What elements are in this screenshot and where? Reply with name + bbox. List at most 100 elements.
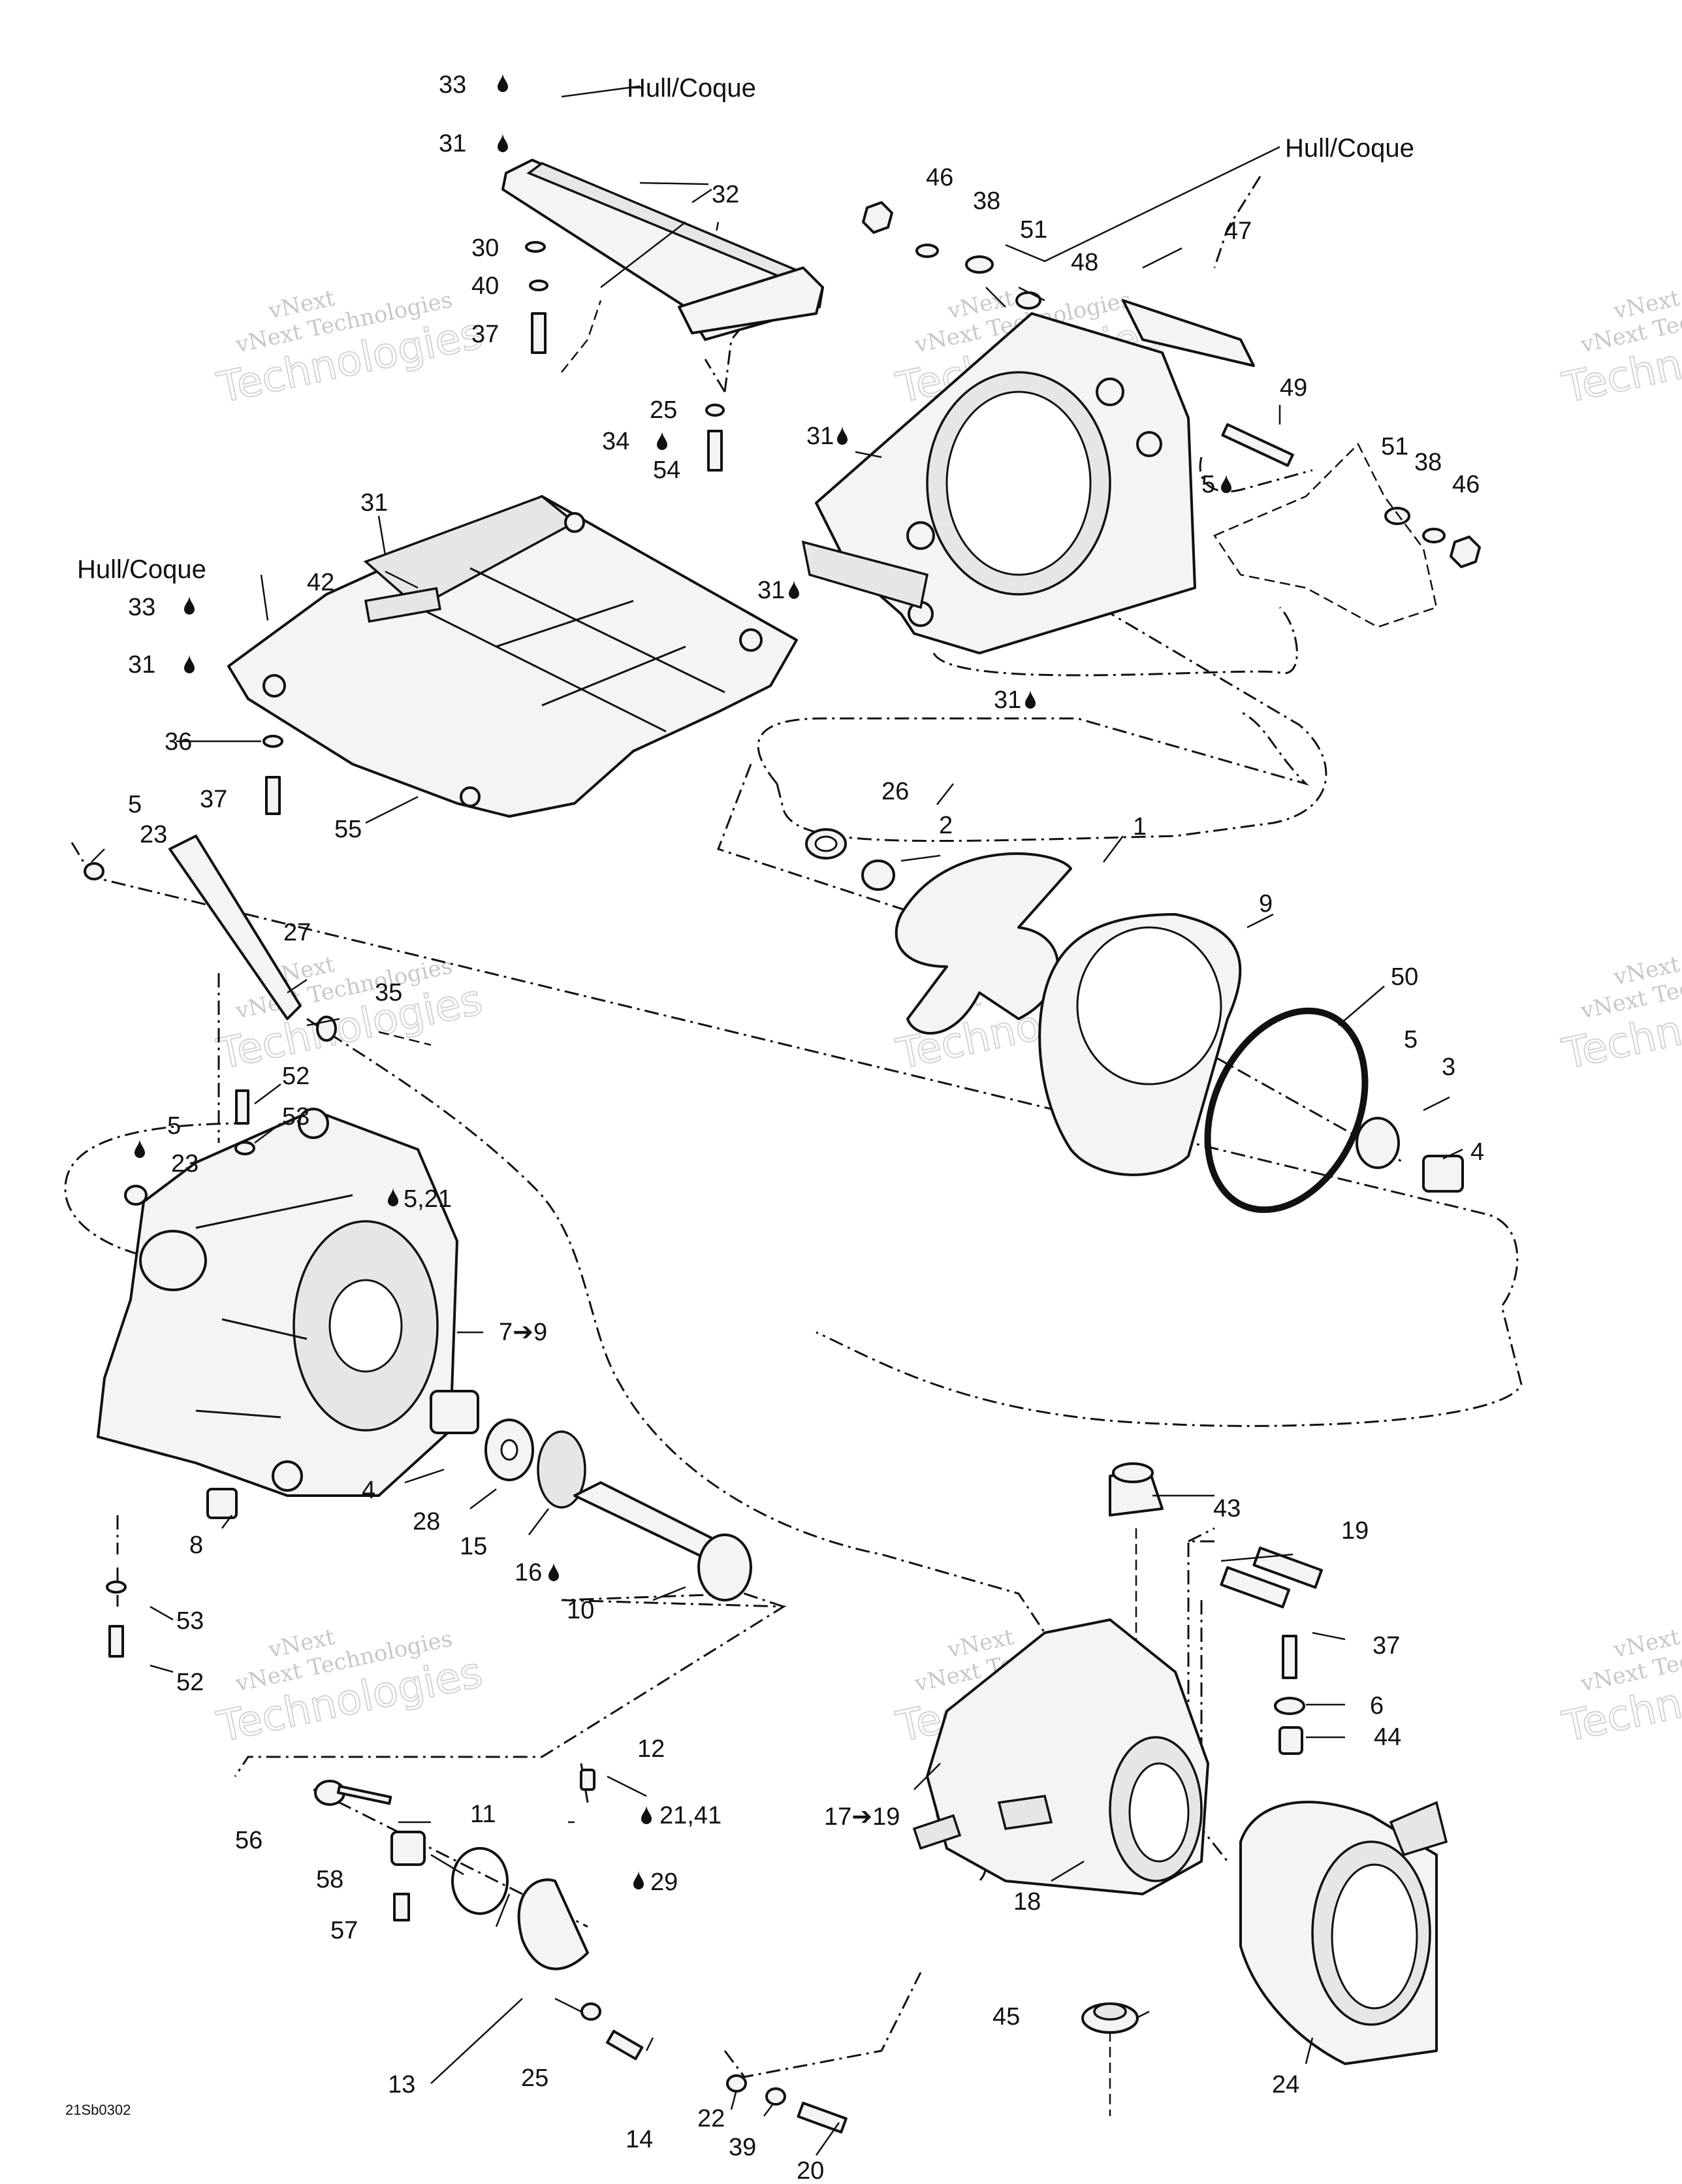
part-53-52-lower-fasteners — [106, 1581, 127, 1658]
callout-28: 28 — [413, 1508, 440, 1535]
part-2-seal — [861, 859, 895, 891]
callout-15: 15 — [460, 1533, 487, 1560]
callout-7-9: 7➔9 — [499, 1319, 547, 1346]
callout-44: 44 — [1374, 1724, 1401, 1751]
oil-drop-icon — [135, 1139, 145, 1158]
oil-drop-icon — [633, 1871, 644, 1889]
callout-58: 58 — [316, 1866, 343, 1893]
callout-5-21: 5,21 — [404, 1185, 452, 1213]
callout-33: 33 — [439, 71, 466, 99]
watermark: vNext vNext Technologies Technologies — [1558, 951, 1682, 1080]
callout-31: 31 — [360, 489, 388, 517]
part-23-plug-lower — [124, 1185, 148, 1206]
part-51-38-46-right-stack — [1384, 507, 1481, 568]
callout-46: 46 — [1452, 471, 1480, 498]
oil-drop-icon — [498, 133, 508, 152]
drawing-code: 21Sb0302 — [65, 2102, 131, 2118]
watermark: vNext vNext Technologies Technologies — [1558, 1624, 1682, 1752]
part-57-screw — [393, 1893, 410, 1921]
part-3-seal — [1356, 1117, 1400, 1169]
callout-31: 31 — [757, 577, 785, 604]
part-8-plug — [206, 1488, 238, 1519]
callout-31: 31 — [439, 130, 466, 157]
callout-45: 45 — [992, 2003, 1020, 2031]
callout-4: 4 — [1470, 1138, 1484, 1166]
callout-16: 16 — [515, 1559, 542, 1586]
part-30-40-37-fastener-stack — [332, 241, 548, 1027]
callout-24: 24 — [1272, 2071, 1299, 2098]
callout-38: 38 — [1414, 449, 1442, 476]
callout-5: 5 — [167, 1112, 181, 1140]
callout-38: 38 — [973, 187, 1000, 215]
callout-29: 29 — [650, 1869, 678, 1896]
part-45-drain-plug — [1081, 2002, 1139, 2034]
callout-32: 32 — [712, 181, 739, 208]
callout-8: 8 — [189, 1532, 203, 1559]
callout-37: 37 — [1373, 1632, 1400, 1660]
part-22-39-20-fasteners — [726, 2074, 848, 2134]
callout-30: 30 — [471, 234, 499, 262]
callout-53: 53 — [176, 1607, 204, 1635]
oil-drop-icon — [789, 580, 799, 599]
callout-34: 34 — [602, 428, 629, 455]
part-10-impeller-shaft — [573, 1481, 752, 1601]
oil-drop-icon — [498, 73, 508, 92]
part-32-support-bracket — [501, 159, 824, 341]
part-18-venturi — [912, 1618, 1209, 1895]
callout-52: 52 — [176, 1669, 204, 1696]
callout-22: 22 — [697, 2105, 725, 2132]
part-25-14-fasteners — [580, 2002, 644, 2061]
callout-5: 5 — [1404, 1026, 1418, 1053]
callout-57: 57 — [330, 1917, 358, 1944]
callout-10: 10 — [567, 1597, 594, 1624]
watermark: vNext vNext Technologies Technologies — [213, 1624, 488, 1752]
callout-40: 40 — [471, 272, 499, 300]
callout-25: 25 — [650, 396, 677, 424]
part-15-thrust-washer — [537, 1430, 586, 1509]
callout-27: 27 — [283, 919, 311, 946]
hull-note: Hull/Coque — [1285, 134, 1414, 163]
part-19-pins — [1220, 1547, 1323, 1609]
callout-56: 56 — [235, 1827, 262, 1854]
part-43-bushing — [1109, 1462, 1164, 1517]
callouts: 33 31 32 30 40 37 25 34 54 46 38 51 48 4… — [128, 71, 1484, 2184]
callout-31: 31 — [806, 423, 834, 450]
callout-54: 54 — [653, 457, 680, 484]
part-50-o-ring — [1204, 1007, 1369, 1213]
callout-37: 37 — [200, 786, 227, 813]
callout-1: 1 — [1133, 813, 1147, 841]
oil-drop-icon — [641, 1805, 652, 1824]
callout-17-19: 17➔19 — [824, 1803, 900, 1831]
callout-31: 31 — [128, 651, 155, 679]
callout-46: 46 — [926, 164, 953, 191]
watermark: vNext vNext Technologies Technologies — [1558, 285, 1682, 413]
part-28-washer — [484, 1419, 534, 1481]
part-11-o-ring — [451, 1847, 509, 1915]
callout-50: 50 — [1391, 963, 1418, 991]
part-9-wear-ring — [1038, 913, 1242, 1176]
oil-drop-icon — [1221, 474, 1231, 493]
callout-43: 43 — [1213, 1495, 1241, 1522]
part-7-pump-housing — [97, 1108, 458, 1497]
callout-19: 19 — [1341, 1517, 1369, 1545]
part-55-ride-plate — [227, 495, 798, 818]
callout-5: 5 — [1201, 471, 1215, 498]
callout-53: 53 — [282, 1103, 309, 1131]
callout-42: 42 — [307, 569, 334, 596]
hull-note: Hull/Coque — [77, 555, 206, 584]
callout-26: 26 — [881, 778, 909, 805]
hull-mount-ghost — [1213, 442, 1438, 628]
callout-33: 33 — [128, 594, 155, 621]
part-4-needle-bearing — [1422, 1155, 1464, 1193]
callout-3: 3 — [1442, 1053, 1455, 1081]
part-13-cone — [517, 1878, 589, 1970]
callout-55: 55 — [334, 816, 362, 843]
callout-11: 11 — [470, 1801, 496, 1828]
hull-note: Hull/Coque — [627, 74, 756, 103]
callout-21-41: 21,41 — [659, 1802, 722, 1829]
callout-37: 37 — [471, 321, 499, 348]
callout-12: 12 — [637, 1735, 665, 1763]
callout-51: 51 — [1381, 433, 1408, 460]
part-25-54-fasteners — [705, 404, 725, 472]
callout-51: 51 — [1020, 216, 1047, 244]
